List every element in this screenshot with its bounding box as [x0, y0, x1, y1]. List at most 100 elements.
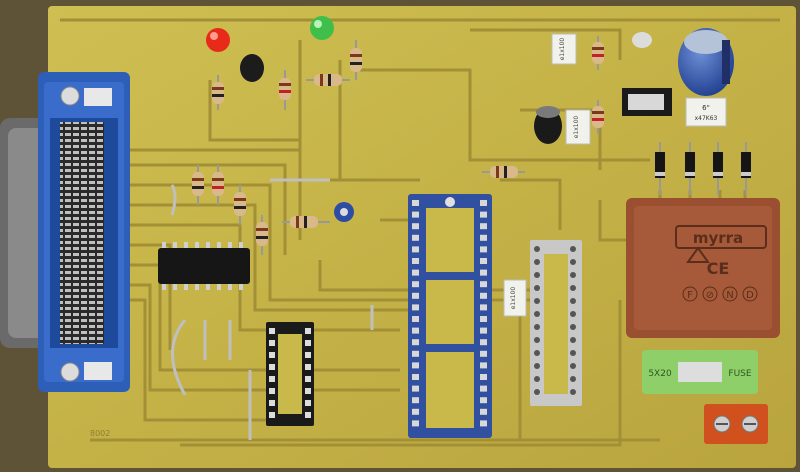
socket-pin — [480, 223, 487, 230]
regulator-label-line1: 6" — [702, 104, 710, 112]
socket-pin — [412, 223, 419, 230]
resistor — [212, 165, 224, 205]
capacitor-box-3: e1x100 — [503, 279, 527, 317]
transformer: myrra CE F ⊘ N D — [626, 198, 780, 338]
small-transistor — [632, 32, 652, 48]
socket-pin — [480, 258, 487, 264]
socket-pin — [412, 316, 419, 322]
socket-pin — [480, 246, 487, 253]
socket-pin — [570, 337, 576, 343]
red-led — [206, 28, 230, 52]
socket-pin — [570, 324, 576, 330]
capacitor-label-2: e1x100 — [573, 116, 580, 139]
dip-ic-chip — [158, 242, 250, 290]
socket-pin — [534, 272, 540, 278]
socket-pin — [480, 327, 487, 334]
screw-terminal-block — [704, 404, 768, 444]
ic-socket-40pin — [408, 194, 492, 438]
capacitor-box-1: e1x100 — [551, 33, 577, 65]
socket-pin — [534, 298, 540, 304]
socket-pin — [570, 285, 576, 291]
socket-pin — [480, 385, 487, 392]
socket-pin — [480, 292, 487, 299]
socket-pin — [412, 292, 419, 299]
board-serial-text: 8002 — [90, 429, 110, 438]
socket-pin — [480, 234, 487, 241]
fuse-right-text: FUSE — [728, 369, 751, 379]
socket-pin — [480, 397, 487, 404]
socket-pin — [412, 269, 419, 276]
transformer-symbol-2: ⊘ — [706, 290, 714, 301]
socket-pin — [534, 363, 540, 369]
socket-pin — [412, 234, 419, 241]
transformer-symbol-3: N — [726, 290, 733, 301]
electrolytic-capacitor-small — [534, 106, 562, 144]
electrolytic-capacitor-large — [678, 28, 734, 96]
socket-pin — [480, 408, 487, 415]
transformer-brand: myrra — [693, 229, 743, 247]
socket-pin — [570, 376, 576, 382]
socket-pin — [412, 408, 419, 415]
socket-pin — [412, 385, 419, 392]
resistor — [306, 74, 350, 86]
socket-pin — [412, 420, 419, 427]
capacitor-label-3: e1x100 — [510, 287, 517, 310]
resistor — [592, 36, 604, 70]
warning-triangle-icon — [686, 246, 710, 263]
resistor — [350, 40, 362, 80]
resistor — [279, 70, 291, 110]
diodes — [655, 142, 751, 195]
socket-pin — [570, 259, 576, 265]
socket-pin — [480, 362, 487, 369]
socket-pin — [412, 211, 419, 218]
wire-jumpers — [170, 178, 374, 440]
resistor — [212, 75, 224, 110]
transformer-symbol-1: F — [687, 290, 693, 301]
fuse-holder: 5X20 FUSE — [642, 350, 758, 394]
trimmer-potentiometer — [334, 202, 354, 222]
resistor — [234, 185, 246, 225]
ic-socket-24pin — [530, 240, 582, 406]
capacitor-label-1: e1x100 — [559, 38, 566, 61]
socket-pin — [412, 339, 419, 346]
socket-pin — [570, 246, 576, 252]
regulator-label-box: 6" x47K63 — [685, 97, 727, 127]
socket-pin — [412, 200, 419, 206]
socket-pin — [480, 420, 487, 427]
socket-pin — [534, 285, 540, 291]
socket-pin — [412, 397, 419, 404]
resistor — [592, 100, 604, 134]
socket-pin — [570, 350, 576, 356]
socket-pin — [570, 298, 576, 304]
socket-pin — [480, 339, 487, 346]
socket-pin — [480, 281, 487, 288]
socket-pin — [534, 376, 540, 382]
socket-pin — [480, 350, 487, 357]
socket-pin — [412, 304, 419, 311]
resistor — [192, 165, 204, 205]
socket-pin — [534, 311, 540, 317]
socket-pin — [480, 374, 487, 380]
socket-pin — [412, 258, 419, 264]
regulator-label-line2: x47K63 — [695, 115, 718, 122]
resistor — [482, 166, 525, 178]
socket-pin — [570, 311, 576, 317]
socket-pin — [534, 389, 540, 395]
socket-pin — [534, 324, 540, 330]
transformer-symbol-4: D — [746, 290, 754, 301]
socket-pin — [570, 272, 576, 278]
green-led — [310, 16, 334, 40]
socket-pin — [412, 362, 419, 369]
ic-socket-16pin — [266, 322, 314, 426]
socket-pin — [480, 269, 487, 276]
socket-pin — [570, 389, 576, 395]
socket-pin — [412, 327, 419, 334]
socket-pin — [412, 374, 419, 380]
socket-pin — [480, 304, 487, 311]
socket-pin — [534, 246, 540, 252]
socket-pin — [412, 350, 419, 357]
capacitor-box-2: e1x100 — [565, 109, 591, 145]
transformer-marks: CE — [707, 259, 730, 278]
socket-pin — [412, 281, 419, 288]
socket-pin — [534, 259, 540, 265]
